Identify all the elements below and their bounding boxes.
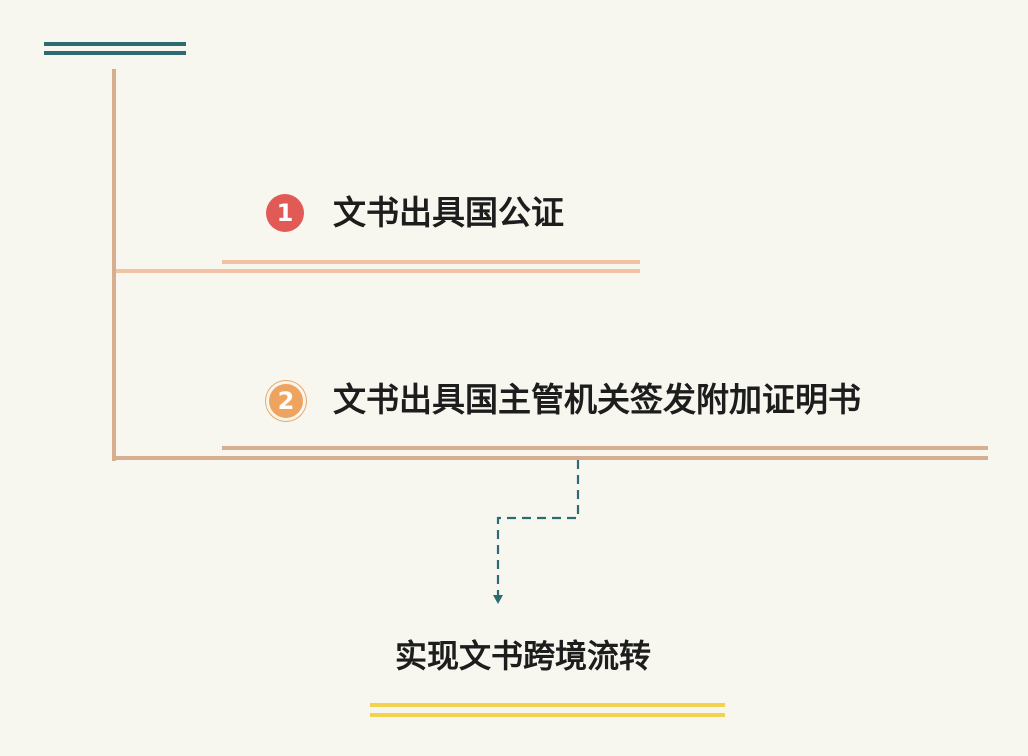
step-2-underline: [222, 446, 988, 450]
step-2-branch-line: [112, 456, 988, 460]
result-underline: [370, 703, 725, 717]
step-2-label: 文书出具国主管机关签发附加证明书: [333, 380, 861, 419]
result-underline-upper: [370, 703, 725, 707]
step-2-number: 2: [277, 387, 295, 415]
dashed-connector-arrow: [493, 460, 580, 604]
arrowhead-icon: [493, 595, 503, 604]
step-1-number: 1: [276, 199, 294, 227]
step-1-underline: [222, 260, 640, 264]
step-1-branch-line: [116, 269, 640, 273]
decorative-top-rule: [44, 42, 186, 56]
flow-trunk-line: [112, 69, 116, 461]
result-underline-lower: [370, 713, 725, 717]
top-rule-line-lower: [44, 51, 186, 55]
top-rule-line-upper: [44, 42, 186, 46]
step-1-marker: 1: [266, 194, 304, 232]
dashed-connector-path: [496, 460, 580, 596]
step-1-label: 文书出具国公证: [333, 193, 564, 232]
result-label: 实现文书跨境流转: [395, 637, 652, 675]
step-2-marker: 2: [266, 381, 306, 421]
